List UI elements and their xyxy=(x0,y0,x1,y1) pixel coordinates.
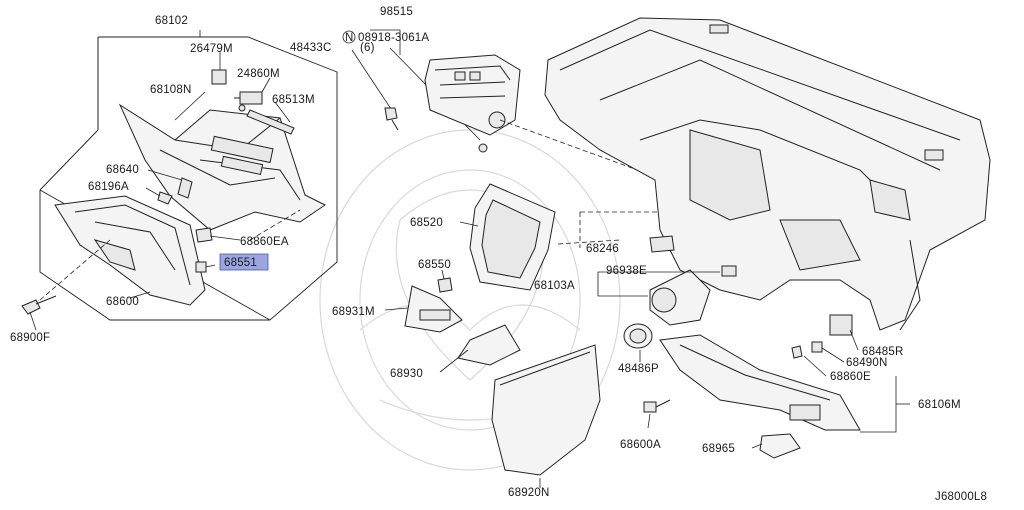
label-68900F[interactable]: 68900F xyxy=(10,332,50,344)
glovebox-housing[interactable] xyxy=(118,103,326,231)
center-group xyxy=(351,29,701,488)
label-68860EA[interactable]: 68860EA xyxy=(240,236,289,248)
cover-68930[interactable] xyxy=(457,324,521,366)
label-68106M[interactable]: 68106M xyxy=(918,399,961,411)
part-68860EA[interactable] xyxy=(195,227,213,243)
diagram-code: J68000L8 xyxy=(935,491,987,503)
part-68513M[interactable] xyxy=(246,109,295,135)
part-68196A[interactable] xyxy=(157,191,173,205)
label-68513M[interactable]: 68513M xyxy=(272,94,315,106)
label-08918-3061A[interactable]: 08918-3061A xyxy=(358,32,429,44)
cover-68965[interactable] xyxy=(759,433,801,459)
instrument-panel[interactable] xyxy=(544,17,991,331)
part-68490N[interactable] xyxy=(811,341,823,353)
clip-68550[interactable] xyxy=(437,277,453,293)
label-68600[interactable]: 68600 xyxy=(106,296,139,308)
label-98515[interactable]: 98515 xyxy=(380,6,413,18)
part-68640[interactable] xyxy=(177,177,193,199)
label-68196A[interactable]: 68196A xyxy=(88,181,129,193)
label-68485R[interactable]: 68485R xyxy=(862,346,903,358)
label-08918-qty: (6) xyxy=(360,42,375,54)
label-68931M[interactable]: 68931M xyxy=(332,306,375,318)
label-68103A[interactable]: 68103A xyxy=(534,280,575,292)
label-68246[interactable]: 68246 xyxy=(586,243,619,255)
label-68920N[interactable]: 68920N xyxy=(508,487,549,499)
control-unit-98515[interactable] xyxy=(424,54,521,136)
clip-68860E[interactable] xyxy=(791,345,803,359)
label-68965[interactable]: 68965 xyxy=(702,443,735,455)
part-68485R[interactable] xyxy=(829,314,853,336)
label-68600A[interactable]: 68600A xyxy=(620,439,661,451)
label-24860M[interactable]: 24860M xyxy=(237,68,280,80)
highlight-68551 xyxy=(219,253,269,271)
part-26479M[interactable] xyxy=(211,69,227,85)
label-n-prefix: N xyxy=(345,32,354,44)
labels: 68102 98515 26479M 48433C N 08918-3061A … xyxy=(10,6,987,503)
console-panel-68920N[interactable] xyxy=(491,344,601,476)
label-68860E[interactable]: 68860E xyxy=(830,371,871,383)
label-48486P[interactable]: 48486P xyxy=(618,363,659,375)
label-68102[interactable]: 68102 xyxy=(155,15,188,27)
screw-08918[interactable] xyxy=(478,143,488,153)
label-68551[interactable]: 68551 xyxy=(224,257,257,269)
screw-68900F[interactable] xyxy=(21,295,57,315)
screw-48433C[interactable] xyxy=(384,107,399,131)
part-68551[interactable] xyxy=(195,261,207,273)
label-26479M[interactable]: 26479M xyxy=(190,43,233,55)
label-68520[interactable]: 68520 xyxy=(410,217,443,229)
screw-68600A[interactable] xyxy=(643,399,671,413)
label-68550[interactable]: 68550 xyxy=(418,259,451,271)
instrument-panel-group xyxy=(544,17,991,459)
label-96938E[interactable]: 96938E xyxy=(606,265,647,277)
label-68930[interactable]: 68930 xyxy=(390,368,423,380)
label-68490N[interactable]: 68490N xyxy=(846,357,887,369)
label-68640[interactable]: 68640 xyxy=(106,164,139,176)
clip-68246[interactable] xyxy=(649,235,675,253)
part-24860M[interactable] xyxy=(234,91,263,105)
n-circle-icon xyxy=(342,30,356,44)
glovebox-group xyxy=(21,30,338,331)
part-96938E[interactable] xyxy=(721,265,737,277)
lower-bezel-68931M[interactable] xyxy=(404,285,463,333)
label-48433C[interactable]: 48433C xyxy=(290,42,331,54)
label-68108N[interactable]: 68108N xyxy=(150,84,191,96)
